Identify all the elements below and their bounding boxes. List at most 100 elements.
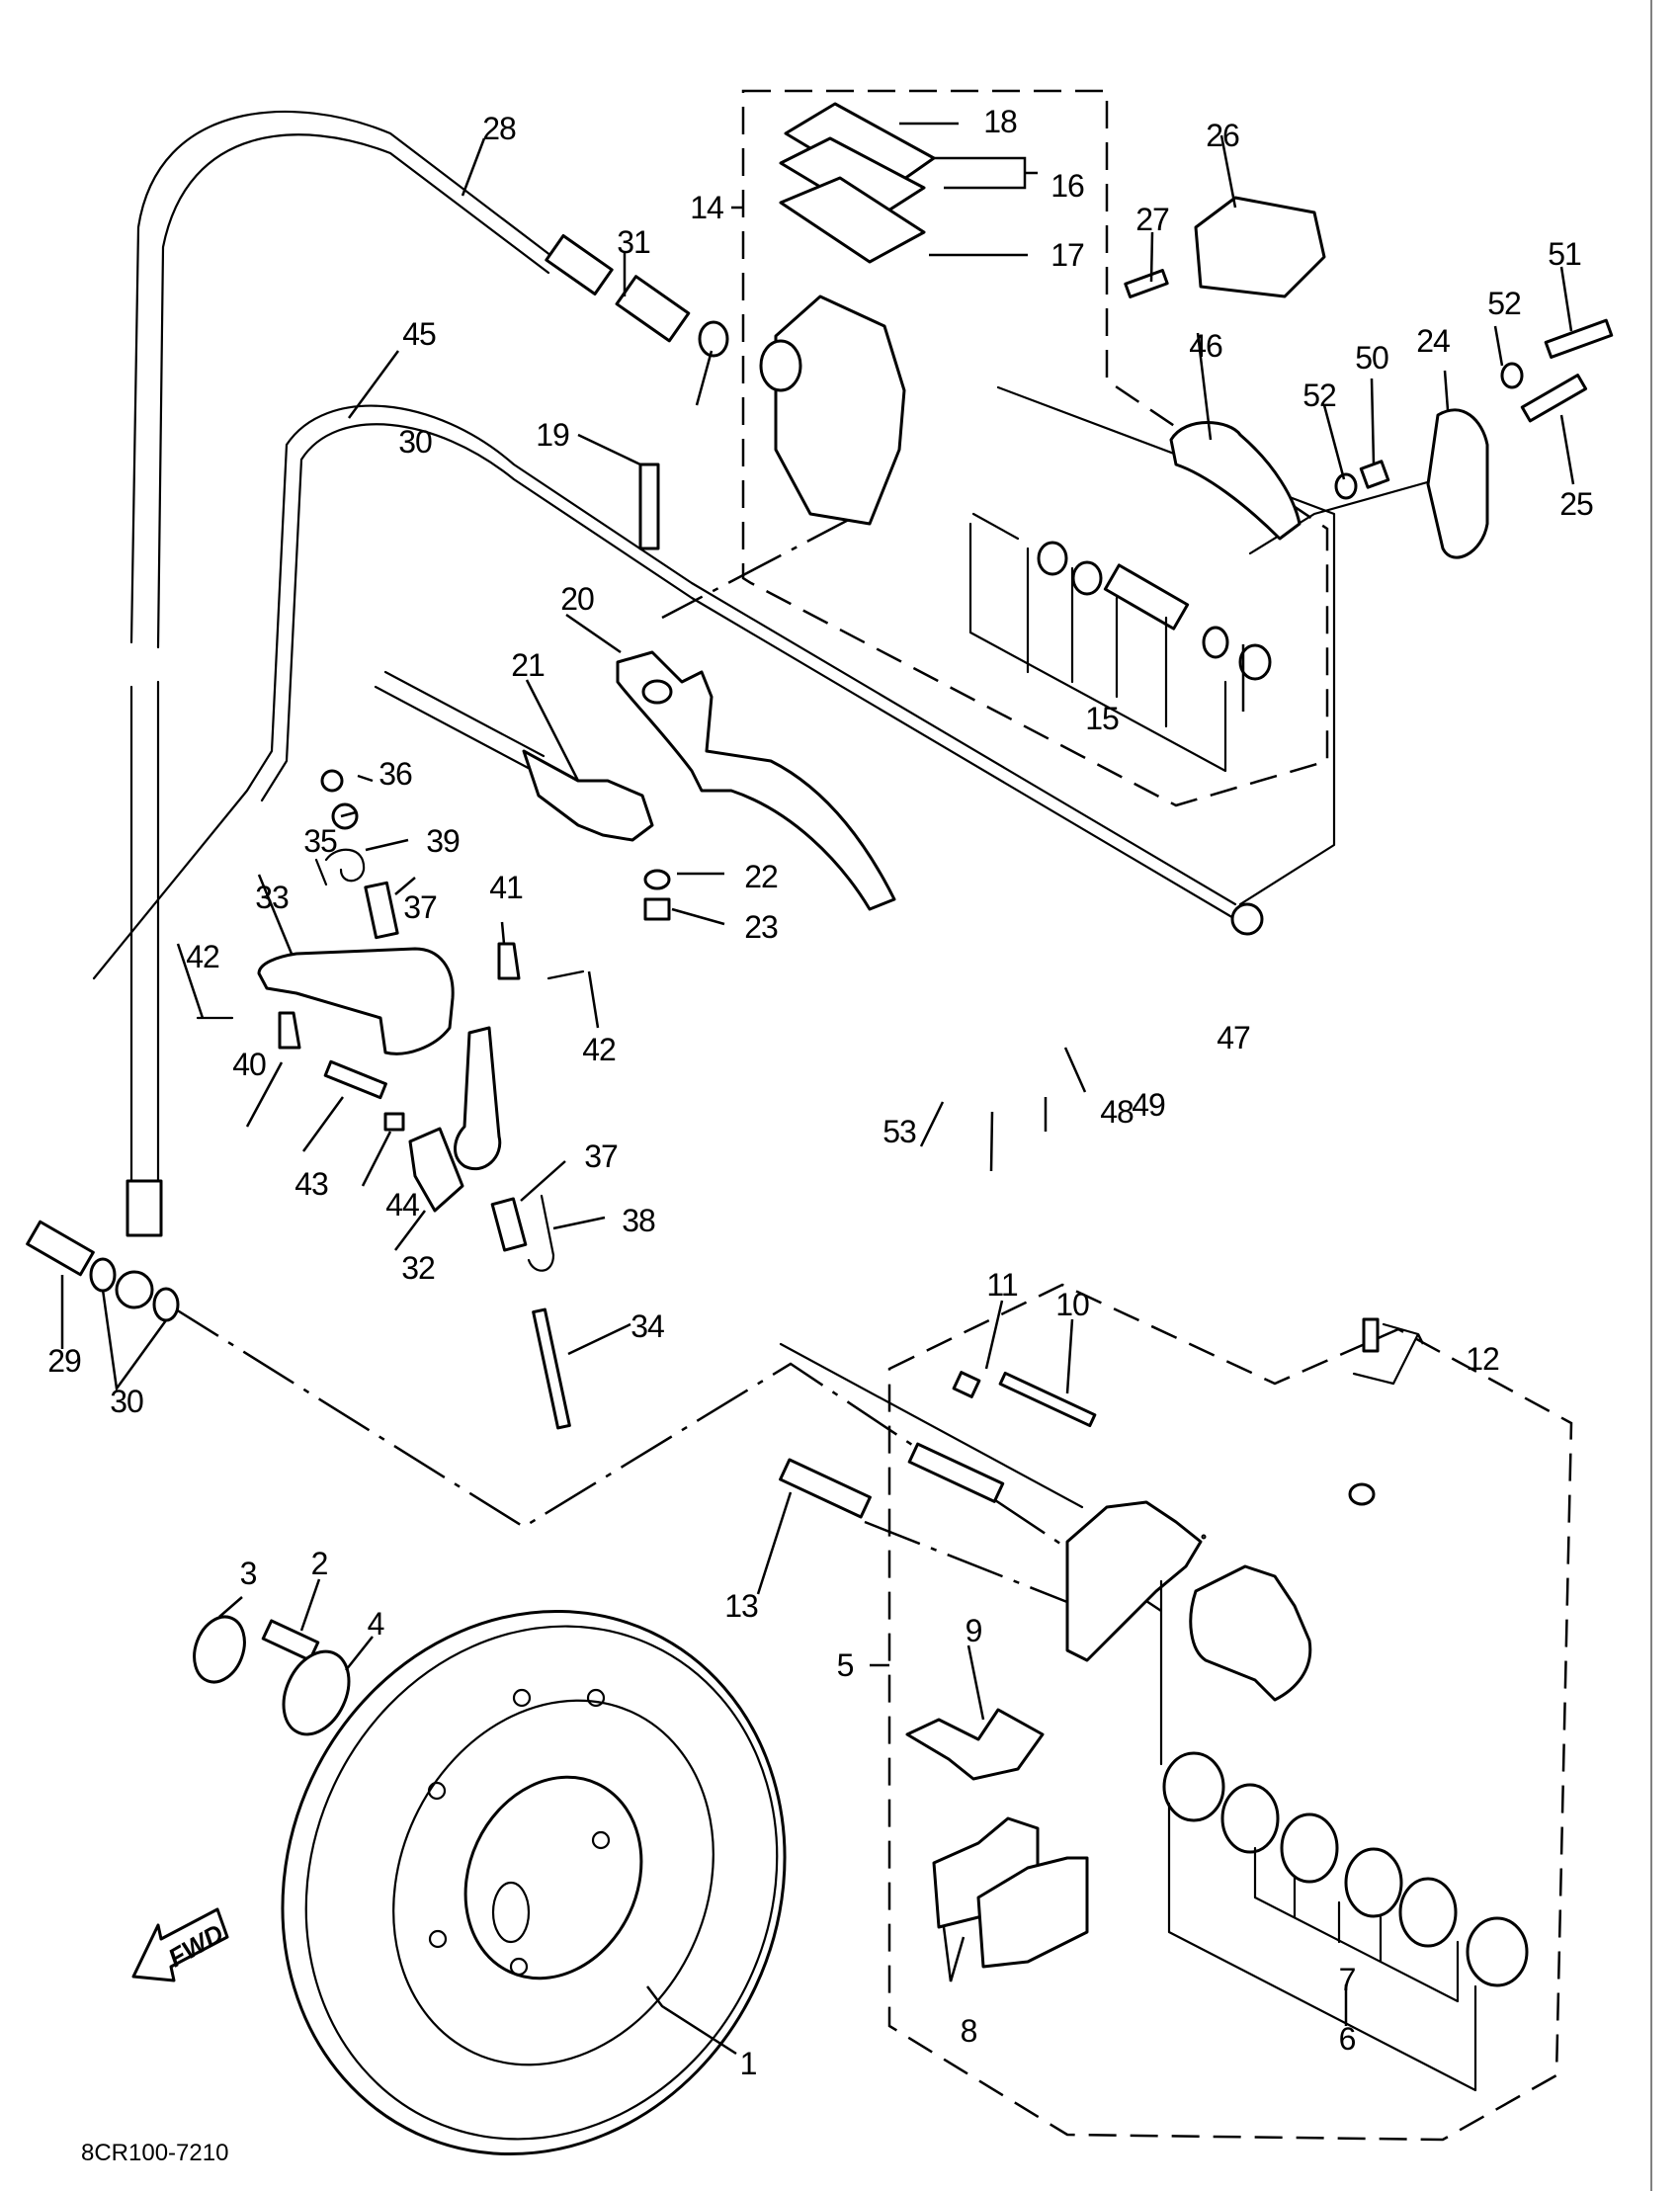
pin-37-top <box>364 881 399 940</box>
callout-piston-kit: 6 <box>1338 2021 1357 2057</box>
seal-1 <box>1220 1783 1280 1854</box>
bolt-hole-3 <box>427 1781 447 1801</box>
piston-2 <box>1466 1916 1529 1987</box>
brake-hose-lower <box>129 680 160 1232</box>
callout-caliper-bolt: 13 <box>724 1588 759 1624</box>
callout-screw: 27 <box>1135 202 1170 237</box>
caliper-bolt-line <box>864 1520 1078 1608</box>
kit-cup-1 <box>1037 541 1068 576</box>
brake-disc-inner <box>392 1699 714 2066</box>
callout-caliper-assembly: 5 <box>836 1647 855 1683</box>
callout-nut: 44 <box>385 1187 420 1222</box>
callout-adjuster: 41 <box>489 870 524 905</box>
leader-lines <box>60 122 1575 2056</box>
callout-bolt: 34 <box>630 1308 665 1344</box>
callout-lever-cover: 46 <box>1189 328 1223 364</box>
slide-pin <box>907 1442 1005 1503</box>
callout-bleed-screw: 12 <box>1466 1341 1500 1377</box>
copper-washer-top <box>698 320 729 358</box>
hose-to-caliper-line <box>167 1303 1162 1613</box>
bolt-hole-2 <box>586 1688 606 1708</box>
washer-22 <box>643 869 671 890</box>
bolt-hole-5 <box>428 1929 448 1949</box>
callout-bolt: 51 <box>1548 236 1582 272</box>
pad-pin-10 <box>998 1371 1097 1428</box>
parking-lever-body <box>522 749 654 842</box>
brake-hose <box>129 110 557 644</box>
lever-cover <box>1169 421 1302 541</box>
parking-brake-arm <box>454 1026 502 1171</box>
holder <box>1426 408 1489 559</box>
callout-nut: 36 <box>378 756 413 792</box>
circlip <box>193 1615 246 1684</box>
pad-leader <box>942 1926 966 1982</box>
callout-copper-washer: 30 <box>398 424 433 460</box>
callout-pad-support: 9 <box>965 1613 983 1648</box>
callout-reservoir-cap: 16 <box>1050 168 1085 204</box>
caliper-body <box>1189 1564 1312 1702</box>
callout-pad-pin: 10 <box>1055 1287 1090 1322</box>
callout-washer: 52 <box>1487 286 1522 321</box>
kit-cup-2 <box>1071 560 1103 596</box>
switch-screw <box>1124 269 1169 298</box>
master-cyl-to-lever-line <box>661 512 861 620</box>
bolt-25 <box>1520 374 1588 423</box>
callout-master-cylinder-kit: 15 <box>1085 701 1120 736</box>
piston-left <box>1201 1534 1207 1540</box>
diagram-code: 8CR100-7210 <box>81 2140 229 2166</box>
washer-4 <box>282 1649 351 1736</box>
adjuster-41 <box>497 942 521 980</box>
holder-link-line <box>1248 477 1440 555</box>
seal-4 <box>1398 1877 1458 1948</box>
kit-bracket <box>968 522 1227 773</box>
brake-disc-rim <box>304 1625 779 2141</box>
bleed-cap <box>1348 1482 1376 1506</box>
callout-parking-brake-lever: 21 <box>511 647 546 683</box>
piston-kit-bracket <box>1159 1579 1477 2092</box>
callout-spring: 42 <box>186 939 220 974</box>
bleed-screw <box>1362 1317 1380 1353</box>
callout-union: 31 <box>617 224 651 260</box>
callout-pin: 37 <box>584 1138 619 1174</box>
callout-washer: 49 <box>1132 1087 1166 1123</box>
copper-washer-left <box>89 1257 117 1293</box>
callout-spring: 42 <box>582 1032 617 1067</box>
bolt-51 <box>1544 318 1614 359</box>
callout-key: 2 <box>310 1546 329 1581</box>
washer-52-left <box>1334 472 1358 500</box>
callout-brake-lever: 20 <box>560 581 595 617</box>
callout-cap-screw: 18 <box>983 104 1018 139</box>
union <box>615 275 691 343</box>
callout-brake-arm: 33 <box>255 880 290 915</box>
piston-spring <box>971 512 1020 541</box>
callout-bolt: 43 <box>294 1166 329 1202</box>
lever-bolt <box>638 463 660 550</box>
kit-cup-3 <box>1202 626 1229 659</box>
parking-cable <box>92 404 1237 980</box>
cable-end <box>1230 902 1264 936</box>
collar-50 <box>1359 460 1390 489</box>
callout-adjuster: 40 <box>232 1047 267 1082</box>
diaphragm <box>779 176 926 264</box>
piston-1 <box>1162 1751 1225 1822</box>
spring-39 <box>314 848 366 886</box>
plug-11 <box>952 1371 981 1398</box>
adjuster-40 <box>278 1011 301 1050</box>
key <box>261 1619 320 1662</box>
page-edge-divider <box>1650 0 1652 2191</box>
seal-3 <box>1344 1847 1403 1918</box>
callout-circlip: 3 <box>239 1556 258 1591</box>
parking-arm-shoe <box>408 1127 464 1213</box>
bolt-34 <box>532 1307 571 1430</box>
bolt-43 <box>323 1059 387 1100</box>
master-cylinder-body <box>774 295 906 526</box>
copper-washer-right <box>152 1287 180 1322</box>
washer-52-right <box>1500 362 1524 389</box>
master-cylinder-group-boundary <box>741 89 1329 807</box>
callout-washer: 35 <box>303 823 338 859</box>
callout-bolt: 25 <box>1559 486 1594 522</box>
callout-washer: 52 <box>1302 378 1337 413</box>
kit-piston <box>1103 563 1190 631</box>
banjo-eye <box>115 1270 154 1309</box>
